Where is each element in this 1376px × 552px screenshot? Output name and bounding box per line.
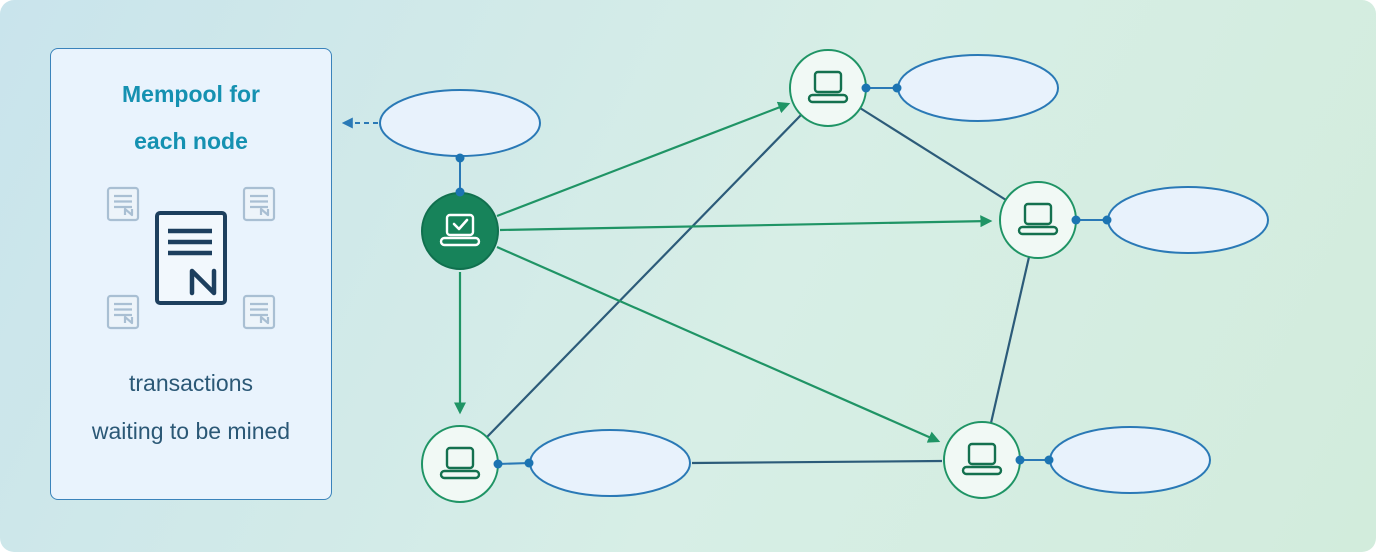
peer-node-bottom-right	[943, 421, 1021, 499]
mempool-ellipse-mining	[379, 89, 541, 157]
peer-node-right	[999, 181, 1077, 259]
mempool-ellipse-bottom-left	[529, 429, 691, 497]
edge-mining-topright	[496, 101, 791, 218]
edge-topright-right	[859, 107, 1007, 201]
card-caption-line-1: transactions	[128, 370, 253, 396]
edge-mining-right	[499, 215, 993, 232]
mempool-ellipse-bottom-right	[1049, 426, 1211, 494]
peer-node-bottom-left	[421, 425, 499, 503]
card-caption-line-2: waiting to be mined	[91, 418, 291, 444]
card-caption: transactions waiting to be mined	[92, 359, 290, 455]
card-title-line-1: Mempool for	[122, 81, 260, 107]
mempool-connectors	[459, 87, 1108, 465]
peer-node-top-right	[789, 49, 867, 127]
card-title: Mempool for each node	[122, 71, 260, 165]
edge-mining-bottomright	[496, 245, 941, 443]
main-transaction-document-icon	[155, 211, 227, 305]
edge-bottomleftmempool-bottomright	[691, 459, 943, 465]
mempool-card: Mempool for each node transactions	[50, 48, 332, 500]
mempool-documents-icon	[106, 186, 276, 330]
edge-topright-bottomleft	[486, 114, 802, 438]
mempool-ellipse-right	[1107, 186, 1269, 254]
laptop-check-icon	[439, 213, 481, 247]
mempool-ellipse-top-right	[897, 54, 1059, 122]
edge-right-bottomright	[989, 256, 1031, 424]
connector-dots	[455, 83, 1112, 469]
mining-node	[421, 192, 499, 270]
card-title-line-2: each node	[134, 128, 248, 154]
